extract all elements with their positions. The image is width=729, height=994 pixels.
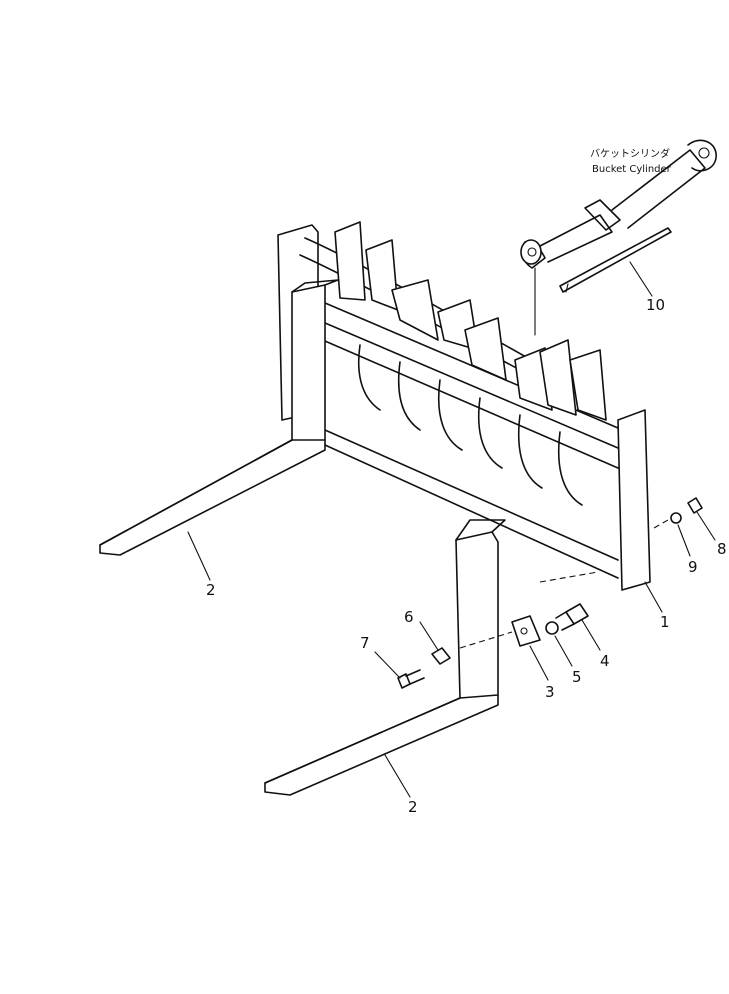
callout-9: 9 <box>688 558 698 576</box>
callout-8: 8 <box>717 540 727 558</box>
washer-part-5 <box>545 621 559 635</box>
leader-4 <box>581 619 601 651</box>
leader-6 <box>419 621 439 651</box>
pin-part-10 <box>559 227 672 293</box>
leader-8 <box>696 511 716 541</box>
leader-2a <box>187 531 211 581</box>
washer-part-9 <box>670 512 682 524</box>
leader-7 <box>374 651 401 679</box>
nut-part-8 <box>687 497 703 514</box>
callout-3: 3 <box>545 683 555 701</box>
cylinder-label-jp: バケットシリンダ <box>590 147 670 160</box>
bucket-cylinder <box>520 139 717 269</box>
leader-3 <box>529 645 549 681</box>
bolt-part-7 <box>397 669 425 689</box>
fork-left-part-2 <box>99 439 326 556</box>
cylinder-label-en: Bucket Cylinder <box>592 164 672 175</box>
leader-10 <box>629 261 653 297</box>
assembly-line-right-fork <box>459 631 513 649</box>
callout-2b: 2 <box>408 798 418 816</box>
callout-4: 4 <box>600 652 610 670</box>
fork-right-part-2 <box>264 519 506 796</box>
leader-2b <box>384 754 411 798</box>
assembly-line-nut <box>653 519 669 529</box>
callout-10: 10 <box>646 296 665 314</box>
carriage-frame-part-1 <box>277 221 651 591</box>
leader-1 <box>644 581 663 613</box>
nut-part-6 <box>431 647 451 665</box>
assembly-line-hardware <box>539 571 599 583</box>
callout-7: 7 <box>360 634 370 652</box>
leader-9 <box>677 524 691 557</box>
bolt-part-4 <box>555 603 589 631</box>
plate-part-3 <box>511 615 541 647</box>
leader-5 <box>554 635 573 667</box>
callout-1: 1 <box>660 613 670 631</box>
callout-6: 6 <box>404 608 414 626</box>
callout-5: 5 <box>572 668 582 686</box>
callout-2a: 2 <box>206 581 216 599</box>
